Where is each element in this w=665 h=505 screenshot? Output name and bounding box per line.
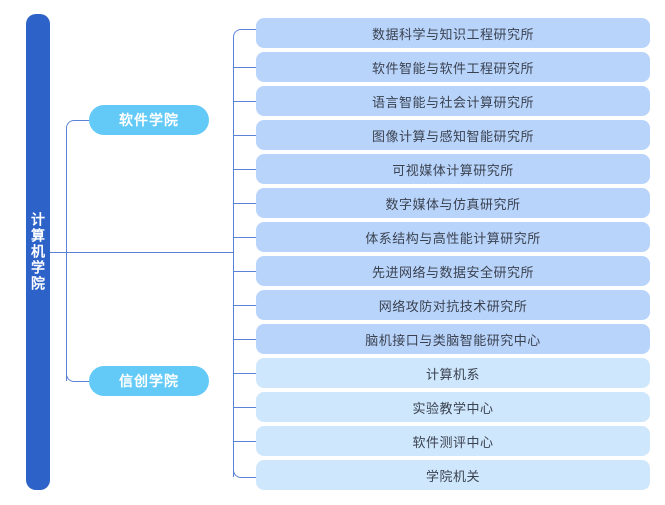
unit-box-label: 实验教学中心 (412, 400, 494, 416)
unit-box-label: 网络攻防对抗技术研究所 (378, 298, 528, 314)
connector-school-spine (66, 128, 67, 381)
connector-stub-unit-8 (233, 271, 256, 272)
school-node-software[interactable]: 软件学院 (89, 105, 209, 135)
root-node-label: 计算机学院 (30, 212, 47, 292)
connector-stub-unit-2 (233, 67, 256, 68)
unit-box-label: 体系结构与高性能计算研究所 (365, 230, 541, 246)
unit-box[interactable]: 数字媒体与仿真研究所 (256, 188, 650, 218)
connector-elbow-school-2 (66, 372, 90, 382)
unit-box[interactable]: 数据科学与知识工程研究所 (256, 18, 650, 48)
connector-stub-unit-13 (233, 441, 256, 442)
connector-stub-unit-11 (233, 373, 256, 374)
connector-stub-unit-7 (233, 237, 256, 238)
unit-box-label: 语言智能与社会计算研究所 (371, 94, 534, 110)
unit-box[interactable]: 网络攻防对抗技术研究所 (256, 290, 650, 320)
connector-stub-unit-6 (233, 203, 256, 204)
connector-elbow-unit-bottom (233, 468, 257, 478)
unit-box[interactable]: 软件测评中心 (256, 426, 650, 456)
connector-stub-unit-12 (233, 407, 256, 408)
connector-stub-unit-9 (233, 305, 256, 306)
connector-root-horizontal (50, 252, 233, 253)
connector-stub-unit-4 (233, 135, 256, 136)
school-node-label: 信创学院 (119, 373, 179, 389)
unit-box-label: 数据科学与知识工程研究所 (371, 26, 534, 42)
unit-box-label: 可视媒体计算研究所 (392, 162, 514, 178)
unit-box[interactable]: 语言智能与社会计算研究所 (256, 86, 650, 116)
unit-box-label: 软件智能与软件工程研究所 (371, 60, 534, 76)
unit-box[interactable]: 学院机关 (256, 460, 650, 490)
school-node-label: 软件学院 (119, 112, 179, 128)
unit-box[interactable]: 图像计算与感知智能研究所 (256, 120, 650, 150)
root-node-computer-college[interactable]: 计算机学院 (26, 14, 50, 490)
connector-unit-spine (233, 37, 234, 477)
unit-box[interactable]: 实验教学中心 (256, 392, 650, 422)
connector-elbow-unit-top (233, 29, 257, 39)
unit-box-label: 图像计算与感知智能研究所 (371, 128, 534, 144)
unit-box[interactable]: 软件智能与软件工程研究所 (256, 52, 650, 82)
unit-box[interactable]: 计算机系 (256, 358, 650, 388)
unit-box-label: 计算机系 (425, 366, 480, 382)
unit-box-label: 脑机接口与类脑智能研究中心 (365, 332, 541, 348)
connector-elbow-school-1 (66, 120, 90, 130)
unit-box-label: 学院机关 (425, 468, 480, 484)
connector-stub-unit-5 (233, 169, 256, 170)
school-node-xinchuang[interactable]: 信创学院 (89, 366, 209, 396)
connector-stub-unit-3 (233, 101, 256, 102)
unit-box[interactable]: 先进网络与数据安全研究所 (256, 256, 650, 286)
connector-stub-unit-10 (233, 339, 256, 340)
unit-box-label: 软件测评中心 (412, 434, 494, 450)
unit-box-label: 数字媒体与仿真研究所 (385, 196, 521, 212)
unit-box[interactable]: 可视媒体计算研究所 (256, 154, 650, 184)
unit-box[interactable]: 体系结构与高性能计算研究所 (256, 222, 650, 252)
unit-box[interactable]: 脑机接口与类脑智能研究中心 (256, 324, 650, 354)
unit-box-label: 先进网络与数据安全研究所 (371, 264, 534, 280)
